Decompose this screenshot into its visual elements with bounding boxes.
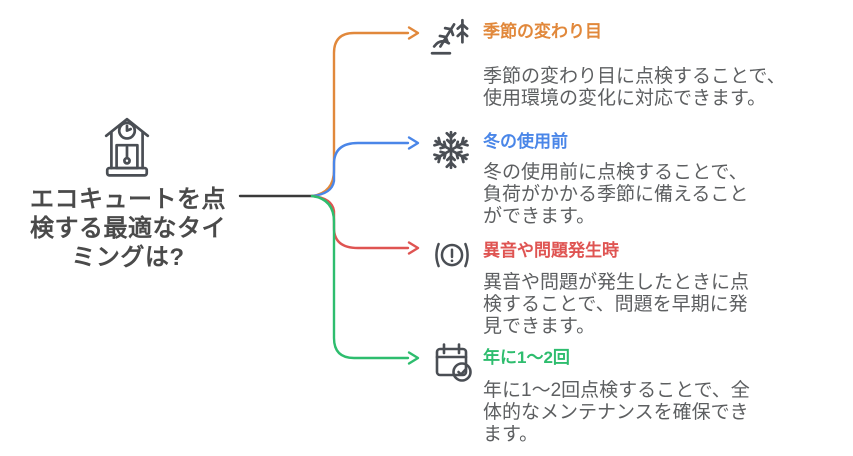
description-line: 異音や問題が発生したときに点 [483, 272, 750, 293]
cuckoo-clock-icon [101, 114, 153, 180]
description-line: 季節の変わり目に点検することで、 [483, 66, 786, 87]
title-line: ミングは? [71, 244, 185, 271]
description-line: ができます。 [483, 206, 596, 227]
snowflake-icon [428, 127, 474, 173]
branch-title-abnormal-noise: 異音や問題発生時 [483, 241, 619, 260]
description-line: 年に1〜2回点検することで、全 [483, 380, 750, 401]
description-line: 検することで、問題を早期に発 [483, 294, 748, 315]
center-question-title: エコキュートを点 検する最適なタイ ミングは? [12, 185, 244, 272]
branch-title-seasonal-change: 季節の変わり目 [483, 22, 602, 41]
connector-before-winter [310, 136, 420, 198]
sprout-wind-icon [430, 14, 476, 60]
description-line: ます。 [483, 424, 539, 445]
calendar-check-icon [429, 341, 475, 387]
branch-description-abnormal-noise: 異音や問題が発生したときに点 検することで、問題を早期に発 見できます。 [483, 272, 823, 338]
title-line: 検する最適なタイ [30, 215, 226, 242]
description-line: 体的なメンテナンスを確保でき [483, 402, 749, 423]
description-line: 見できます。 [483, 316, 596, 337]
description-line: 負荷がかかる季節に備えること [483, 184, 749, 205]
branch-title-before-winter: 冬の使用前 [483, 132, 568, 151]
branch-description-seasonal-change: 季節の変わり目に点検することで、 使用環境の変化に対応できます。 [483, 66, 823, 110]
title-line: エコキュートを点 [30, 186, 226, 213]
connector-yearly [310, 194, 420, 365]
description-line: 使用環境の変化に対応できます。 [483, 88, 767, 109]
branch-description-before-winter: 冬の使用前に点検することで、 負荷がかかる季節に備えること ができます。 [483, 162, 823, 228]
branch-description-yearly: 年に1〜2回点検することで、全 体的なメンテナンスを確保でき ます。 [483, 380, 823, 446]
alert-icon [429, 233, 475, 279]
branch-title-yearly: 年に1〜2回 [483, 348, 570, 367]
description-line: 冬の使用前に点検することで、 [483, 162, 748, 183]
connector-seasonal-change [310, 26, 420, 198]
